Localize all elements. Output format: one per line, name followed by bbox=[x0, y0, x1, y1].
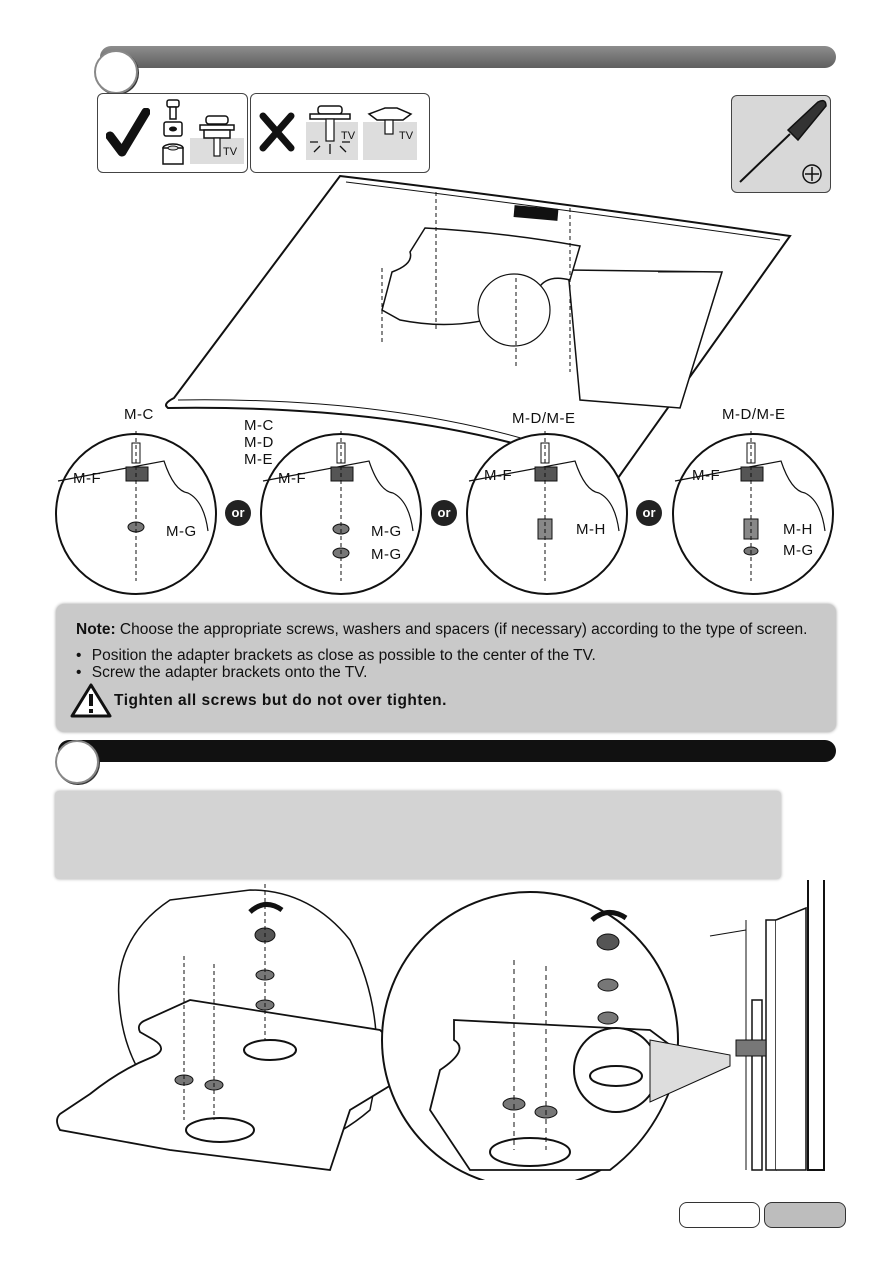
screw-too-long-icon bbox=[306, 105, 358, 160]
detail-circle-4 bbox=[672, 431, 834, 595]
bracket-assembly-diagram bbox=[56, 880, 825, 1180]
detail-circle-2 bbox=[260, 431, 422, 595]
tv-label: TV bbox=[223, 146, 238, 158]
step2-description-panel bbox=[55, 791, 781, 879]
cross-mark-icon bbox=[259, 112, 295, 152]
note-text: Choose the appropriate screws, washers a… bbox=[119, 621, 808, 638]
step1-number-circle bbox=[94, 50, 138, 94]
checkmark-icon bbox=[106, 108, 150, 157]
label-m-h: M-H bbox=[576, 521, 606, 538]
label-m-g: M-G bbox=[371, 523, 402, 540]
bullet-marker: • bbox=[76, 647, 82, 664]
label-m-g: M-G bbox=[371, 546, 402, 563]
step2-number-circle bbox=[55, 740, 99, 784]
note-bullet-1: • Position the adapter brackets as close… bbox=[76, 647, 596, 665]
note-text-line: Note: Choose the appropriate screws, was… bbox=[76, 621, 807, 639]
tv-back-diagram bbox=[165, 174, 792, 480]
screwdriver-icon bbox=[739, 99, 827, 184]
step2-header-bar bbox=[58, 740, 836, 762]
note-bullet-2: • Screw the adapter brackets onto the TV… bbox=[76, 664, 367, 682]
step1-header-bar bbox=[100, 46, 836, 68]
label-m-c: M-C bbox=[244, 417, 274, 434]
label-m-g: M-G bbox=[166, 523, 197, 540]
bullet-text: Screw the adapter brackets onto the TV. bbox=[91, 664, 368, 681]
label-m-e: M-E bbox=[244, 451, 273, 468]
screw-into-tv-icon bbox=[190, 115, 244, 164]
bullet-text: Position the adapter brackets as close a… bbox=[91, 647, 596, 664]
label-m-d-m-e: M-D/M-E bbox=[722, 406, 786, 423]
note-panel: Note: Choose the appropriate screws, was… bbox=[56, 604, 836, 732]
tv-label: TV bbox=[341, 130, 356, 142]
incorrect-example-box: TV TV bbox=[250, 93, 430, 173]
or-badge: or bbox=[431, 500, 457, 526]
label-m-d-m-e: M-D/M-E bbox=[512, 410, 576, 427]
correct-example-box: TV bbox=[97, 93, 248, 173]
screw-without-spacer-icon bbox=[363, 107, 417, 160]
or-badge: or bbox=[225, 500, 251, 526]
label-m-h: M-H bbox=[783, 521, 813, 538]
page-number-box bbox=[679, 1202, 760, 1228]
label-m-g: M-G bbox=[783, 542, 814, 559]
screw-washer-spacer-icon bbox=[162, 99, 184, 165]
label-m-f: M-F bbox=[692, 467, 721, 484]
page-tab-box bbox=[764, 1202, 846, 1228]
warning-text: Tighten all screws but do not over tight… bbox=[114, 692, 447, 709]
warning-icon bbox=[70, 683, 112, 718]
screwdriver-tool-box bbox=[731, 95, 831, 193]
detail-circle-3 bbox=[466, 431, 628, 595]
label-m-f: M-F bbox=[484, 467, 513, 484]
tv-label: TV bbox=[399, 130, 414, 142]
bullet-marker: • bbox=[76, 664, 82, 681]
label-m-d: M-D bbox=[244, 434, 274, 451]
label-m-c: M-C bbox=[124, 406, 154, 423]
note-heading: Note: bbox=[76, 621, 116, 638]
or-badge: or bbox=[636, 500, 662, 526]
label-m-f: M-F bbox=[278, 470, 307, 487]
label-m-f: M-F bbox=[73, 470, 102, 487]
detail-circle-1 bbox=[55, 431, 217, 595]
